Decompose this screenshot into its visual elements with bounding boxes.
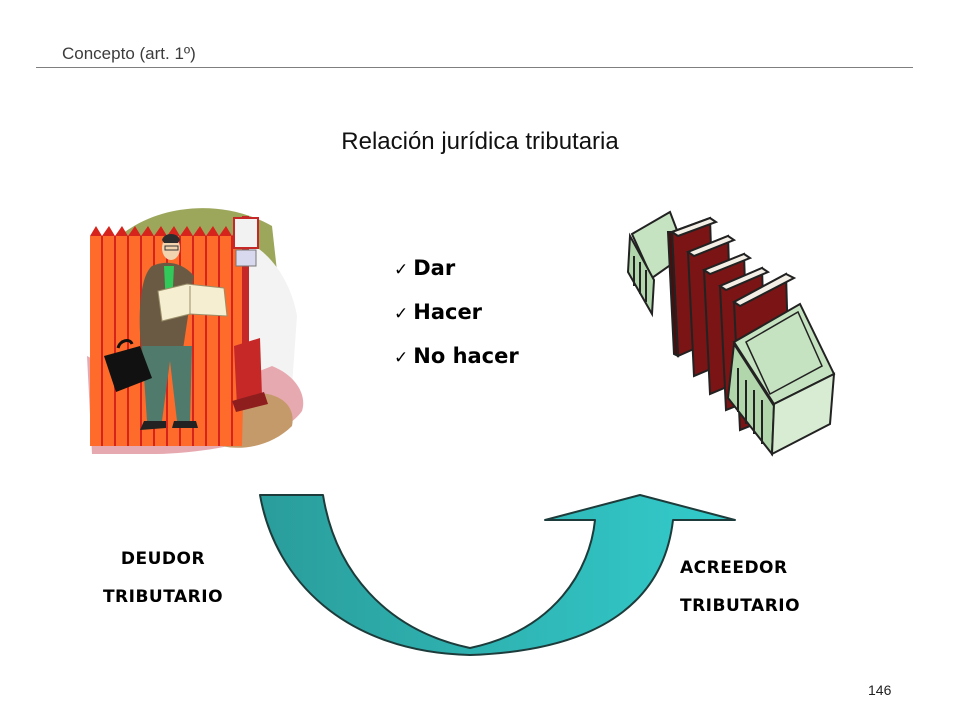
- creditor-label-line1: ACREEDOR: [680, 558, 788, 578]
- debtor-label-line1: DEUDOR: [120, 549, 206, 569]
- page-number: 146: [868, 682, 892, 698]
- debtor-label-line2: TRIBUTARIO: [102, 587, 224, 607]
- curved-arrow-icon: [259, 494, 736, 656]
- slide-title: Relación jurídica tributaria: [341, 128, 619, 155]
- list-item: ✓No hacer: [394, 340, 519, 384]
- checkmark-icon: ✓: [394, 260, 409, 280]
- government-buildings-law-books-icon: [626, 210, 836, 457]
- debtor-label: DEUDOR TRIBUTARIO: [88, 540, 238, 616]
- section-heading: Concepto (art. 1º): [62, 44, 196, 63]
- creditor-label: ACREEDOR TRIBUTARIO: [680, 549, 800, 625]
- list-item: ✓Dar: [394, 252, 519, 296]
- list-item: ✓Hacer: [394, 296, 519, 340]
- checkmark-icon: ✓: [394, 304, 409, 324]
- header-divider: [36, 67, 913, 68]
- obligation-label: No hacer: [413, 344, 519, 368]
- obligation-label: Dar: [413, 256, 456, 280]
- checkmark-icon: ✓: [394, 348, 409, 368]
- businessman-reading-newspaper-icon: [87, 208, 304, 454]
- obligation-label: Hacer: [413, 300, 483, 324]
- obligations-list: ✓Dar ✓Hacer ✓No hacer: [394, 252, 519, 384]
- creditor-label-line2: TRIBUTARIO: [680, 596, 801, 616]
